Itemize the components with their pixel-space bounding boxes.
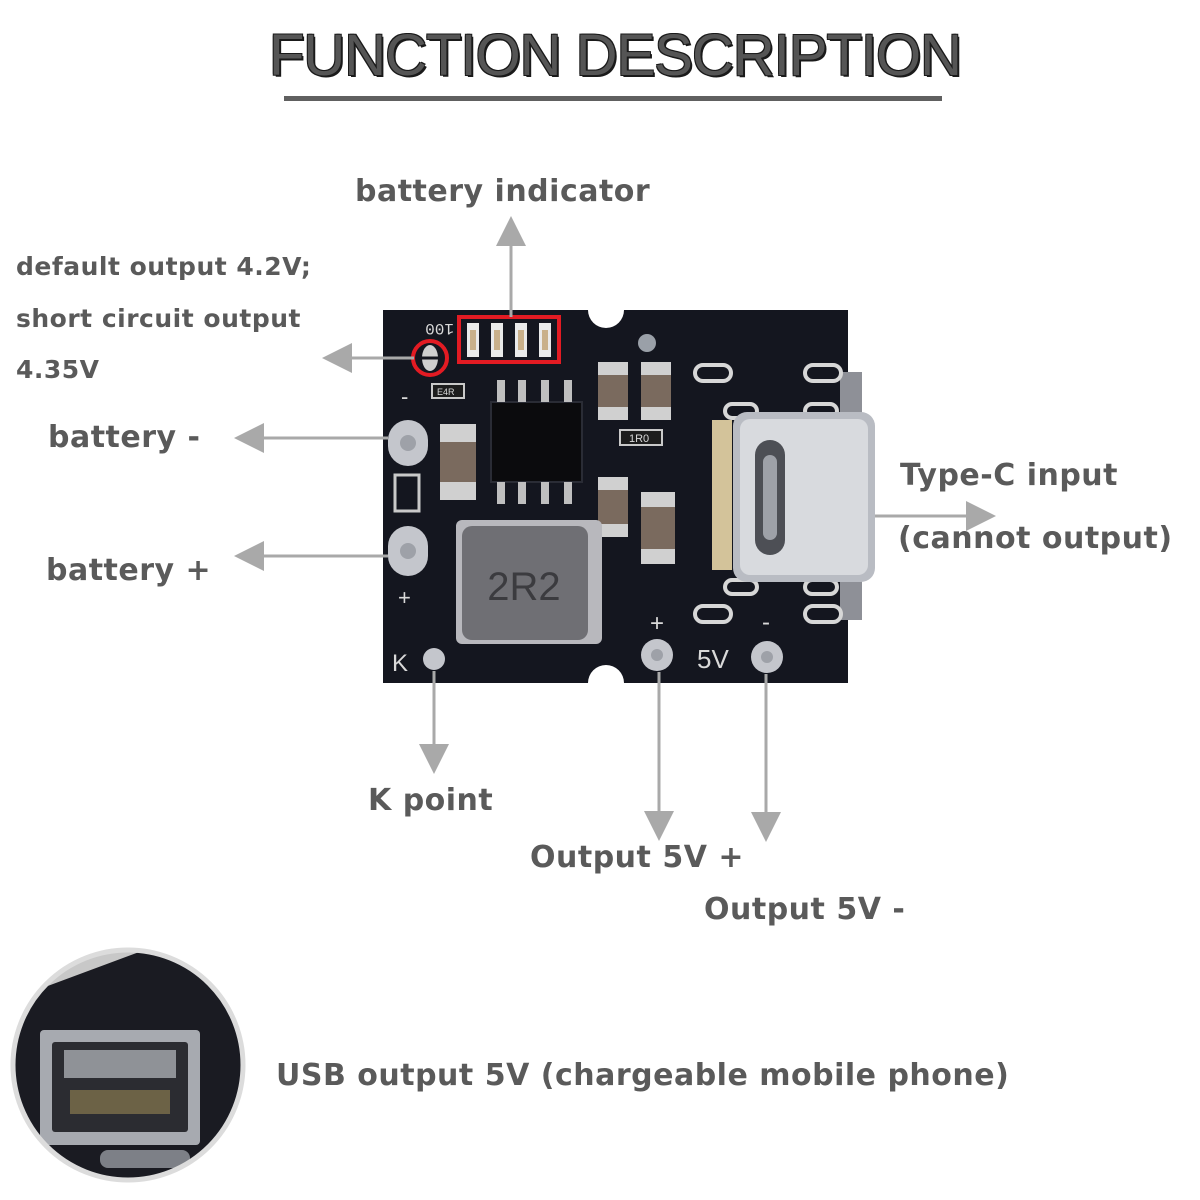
capacitors bbox=[440, 362, 675, 564]
silk-battery-minus: - bbox=[401, 384, 408, 409]
silk-k: K bbox=[392, 650, 408, 677]
label-short-circuit-value: 4.35V bbox=[16, 355, 100, 384]
label-default-output: default output 4.2V; bbox=[16, 252, 312, 281]
usb-photo-frame bbox=[10, 947, 246, 1183]
label-battery-minus: battery - bbox=[48, 420, 201, 455]
inductor-2r2 bbox=[456, 520, 602, 644]
silk-out-plus: + bbox=[650, 610, 664, 637]
label-output-5v-minus: Output 5V - bbox=[704, 892, 906, 927]
led-highlight-box bbox=[457, 315, 561, 364]
title-underline bbox=[284, 96, 942, 101]
label-short-circuit: short circuit output bbox=[16, 304, 301, 333]
battery-pads bbox=[388, 420, 428, 576]
via-hole bbox=[638, 334, 656, 352]
label-cannot-output: (cannot output) bbox=[898, 521, 1173, 556]
silk-out-minus: - bbox=[762, 609, 770, 636]
inductor-marking: 2R2 bbox=[487, 565, 560, 609]
label-output-5v-plus: Output 5V + bbox=[530, 840, 744, 875]
label-k-point: K point bbox=[368, 783, 494, 818]
usb-output-photo bbox=[13, 950, 243, 1180]
silk-resistor-top: E4R bbox=[437, 387, 455, 397]
resistor-top bbox=[431, 383, 465, 399]
label-battery-plus: battery + bbox=[46, 553, 212, 588]
k-pad bbox=[423, 648, 445, 670]
page-title: FUNCTION DESCRIPTION bbox=[268, 23, 962, 88]
type-c-connector bbox=[712, 412, 875, 582]
boost-ic bbox=[490, 380, 583, 504]
silk-led-code: 100 bbox=[425, 319, 454, 337]
label-type-c-input: Type-C input bbox=[900, 458, 1119, 493]
silk-5v: 5V bbox=[697, 644, 729, 674]
label-usb-output: USB output 5V (chargeable mobile phone) bbox=[276, 1058, 1010, 1093]
silk-resistor-mid: 1R0 bbox=[629, 433, 649, 445]
resistor-mid bbox=[619, 429, 663, 446]
label-battery-indicator: battery indicator bbox=[355, 174, 651, 209]
silk-battery-plus: + bbox=[398, 585, 411, 610]
battery-indicator-leds bbox=[467, 323, 551, 357]
